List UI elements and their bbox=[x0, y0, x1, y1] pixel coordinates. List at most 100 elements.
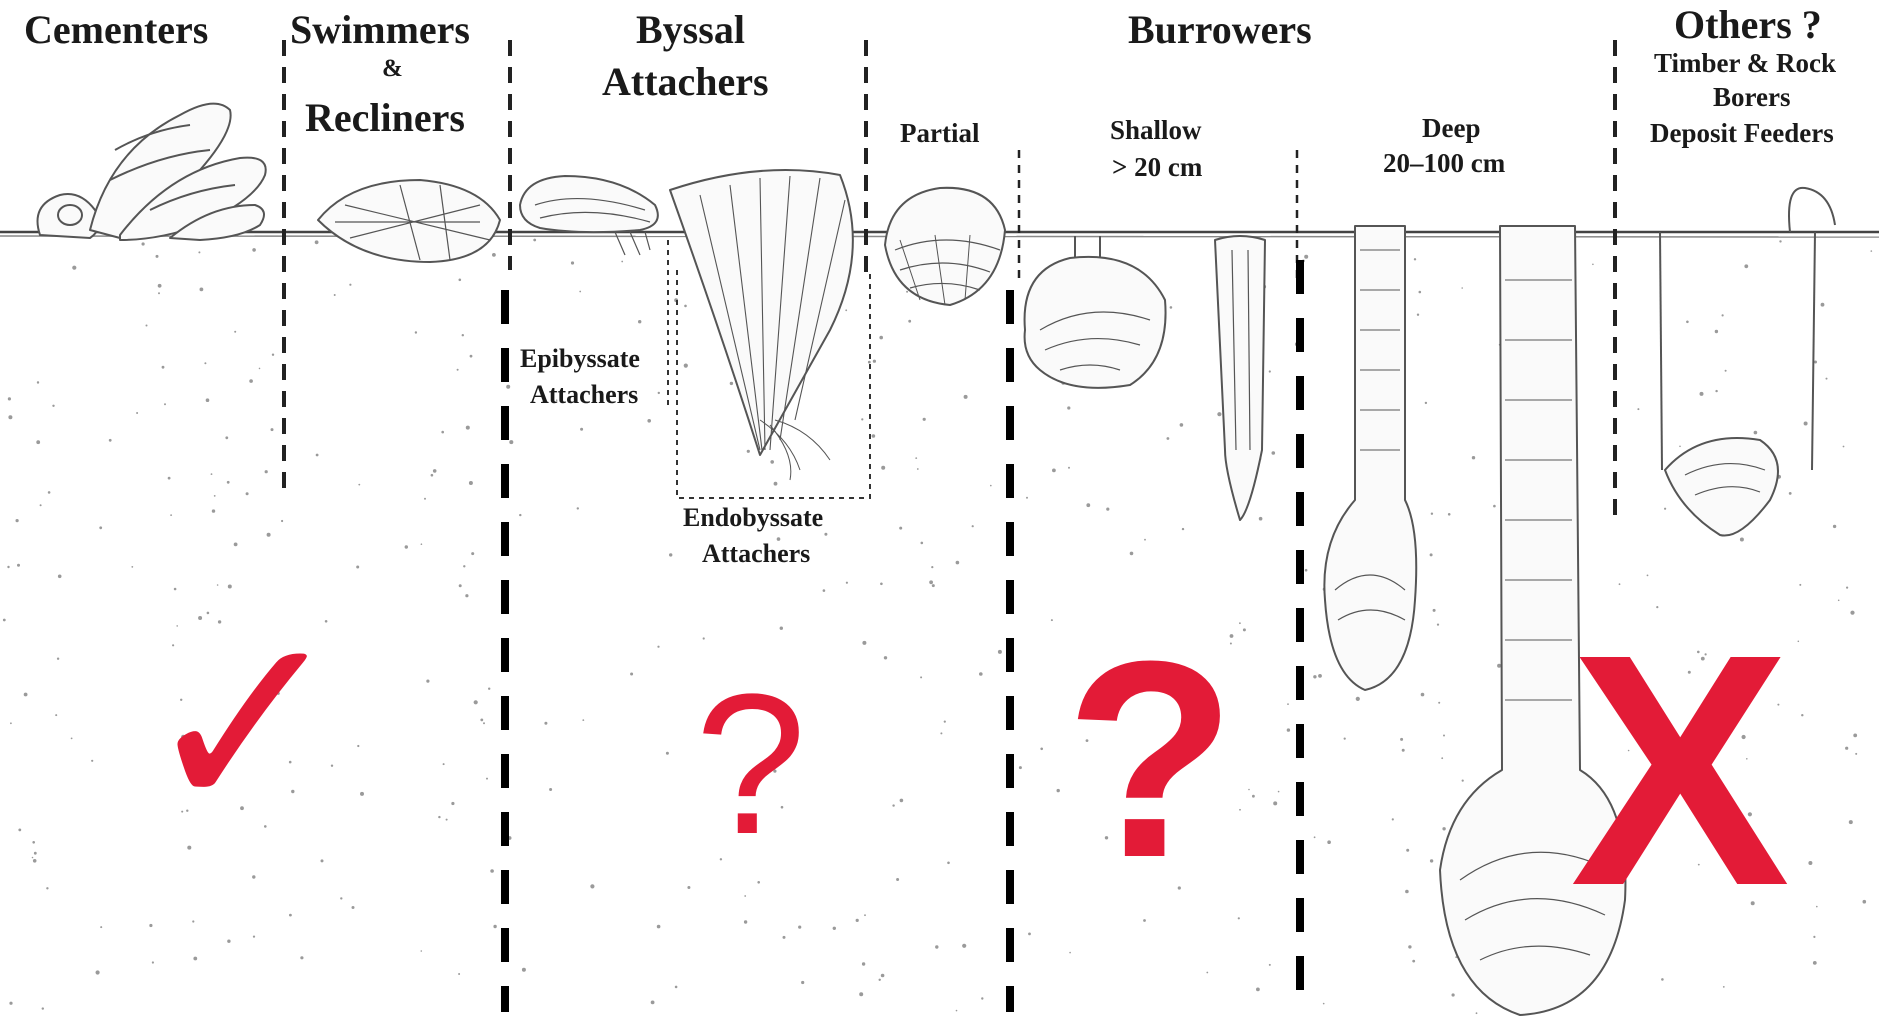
sediment-speck bbox=[899, 527, 902, 530]
sediment-speck bbox=[52, 405, 54, 407]
sediment-speck bbox=[57, 658, 59, 660]
heading-swimmers-line2: Recliners bbox=[305, 98, 465, 138]
sediment-speck bbox=[1167, 437, 1170, 440]
sediment-speck bbox=[824, 533, 827, 536]
sediment-speck bbox=[8, 397, 11, 400]
sediment-speck bbox=[1327, 840, 1331, 844]
sediment-speck bbox=[441, 431, 444, 434]
deposit-feeder-sketch bbox=[1660, 188, 1835, 536]
sediment-speck bbox=[446, 819, 448, 821]
sediment-speck bbox=[923, 418, 926, 421]
sediment-speck bbox=[281, 520, 283, 522]
sediment-speck bbox=[1664, 508, 1666, 510]
sediment-speck bbox=[798, 926, 801, 929]
sediment-speck bbox=[136, 412, 138, 414]
sediment-speck bbox=[340, 897, 342, 899]
sediment-speck bbox=[823, 589, 826, 592]
sediment-speck bbox=[1637, 408, 1639, 410]
sediment-speck bbox=[1723, 986, 1725, 988]
sediment-speck bbox=[1040, 748, 1043, 751]
sediment-speck bbox=[1417, 314, 1419, 316]
sediment-speck bbox=[1182, 528, 1184, 530]
sediment-speck bbox=[1248, 789, 1250, 791]
sediment-speck bbox=[405, 545, 408, 548]
sediment-speck bbox=[1843, 446, 1845, 448]
sediment-speck bbox=[1313, 675, 1316, 678]
mussel-sketch bbox=[520, 176, 658, 255]
sediment-speck bbox=[1715, 330, 1718, 333]
sediment-speck bbox=[956, 561, 960, 565]
sediment-speck bbox=[845, 309, 847, 311]
sediment-speck bbox=[493, 925, 496, 928]
sediment-speck bbox=[490, 869, 494, 873]
sediment-speck bbox=[1068, 467, 1070, 469]
sediment-speck bbox=[783, 936, 786, 939]
sediment-speck bbox=[744, 895, 746, 897]
sediment-speck bbox=[1849, 820, 1853, 824]
sediment-speck bbox=[1243, 628, 1246, 631]
sub-partial: Partial bbox=[900, 120, 979, 147]
sediment-speck bbox=[669, 553, 672, 556]
sediment-speck bbox=[892, 804, 894, 806]
sediment-speck bbox=[1239, 809, 1241, 811]
sediment-speck bbox=[1057, 789, 1060, 792]
sediment-speck bbox=[1798, 641, 1800, 643]
sediment-speck bbox=[881, 466, 885, 470]
sediment-speck bbox=[1461, 287, 1463, 289]
sediment-speck bbox=[34, 852, 37, 855]
sediment-speck bbox=[32, 857, 34, 859]
sediment-speck bbox=[457, 369, 459, 371]
sediment-speck bbox=[1206, 972, 1208, 974]
sediment-speck bbox=[1448, 513, 1451, 516]
sediment-speck bbox=[801, 981, 804, 984]
sediment-speck bbox=[424, 498, 426, 500]
sediment-speck bbox=[861, 418, 863, 420]
sediment-speck bbox=[421, 950, 423, 952]
sediment-speck bbox=[1419, 291, 1422, 294]
sediment-speck bbox=[1722, 314, 1724, 316]
sediment-speck bbox=[158, 284, 162, 288]
sediment-speck bbox=[956, 1010, 958, 1012]
sediment-speck bbox=[868, 361, 871, 364]
sediment-speck bbox=[480, 719, 483, 722]
sub-deep-line1: Deep bbox=[1422, 115, 1480, 142]
sediment-speck bbox=[744, 920, 747, 923]
sediment-speck bbox=[33, 859, 37, 863]
sediment-speck bbox=[1679, 446, 1681, 448]
sediment-speck bbox=[1252, 795, 1255, 798]
sediment-speck bbox=[1871, 250, 1873, 252]
sediment-speck bbox=[249, 379, 253, 383]
sediment-speck bbox=[658, 392, 660, 394]
sediment-speck bbox=[998, 650, 1002, 654]
sediment-speck bbox=[1647, 575, 1649, 577]
sediment-speck bbox=[684, 305, 687, 308]
sediment-speck bbox=[770, 460, 774, 464]
sub-others-line1: Timber & Rock bbox=[1654, 50, 1836, 77]
sediment-speck bbox=[7, 566, 9, 568]
sediment-speck bbox=[421, 543, 423, 545]
sediment-speck bbox=[234, 543, 238, 547]
sediment-speck bbox=[40, 504, 42, 506]
sediment-speck bbox=[1725, 370, 1727, 372]
sediment-speck bbox=[198, 251, 200, 253]
sediment-speck bbox=[947, 862, 950, 865]
sediment-speck bbox=[246, 492, 249, 495]
sediment-speck bbox=[1323, 1003, 1325, 1005]
sediment-speck bbox=[316, 454, 319, 457]
sediment-speck bbox=[438, 816, 440, 818]
sediment-speck bbox=[474, 700, 478, 704]
sediment-speck bbox=[352, 906, 355, 909]
verdict-checkmark-icon: ✓ bbox=[140, 600, 349, 850]
sediment-speck bbox=[990, 485, 992, 487]
sub-shallow-line2: > 20 cm bbox=[1112, 154, 1202, 181]
sediment-speck bbox=[862, 641, 866, 645]
sediment-speck bbox=[164, 403, 166, 405]
sediment-speck bbox=[872, 434, 876, 438]
sediment-speck bbox=[972, 525, 974, 527]
sediment-speck bbox=[272, 354, 274, 356]
sediment-speck bbox=[571, 261, 574, 264]
sediment-speck bbox=[1051, 619, 1053, 621]
sediment-speck bbox=[1452, 993, 1455, 996]
sediment-speck bbox=[3, 619, 6, 622]
